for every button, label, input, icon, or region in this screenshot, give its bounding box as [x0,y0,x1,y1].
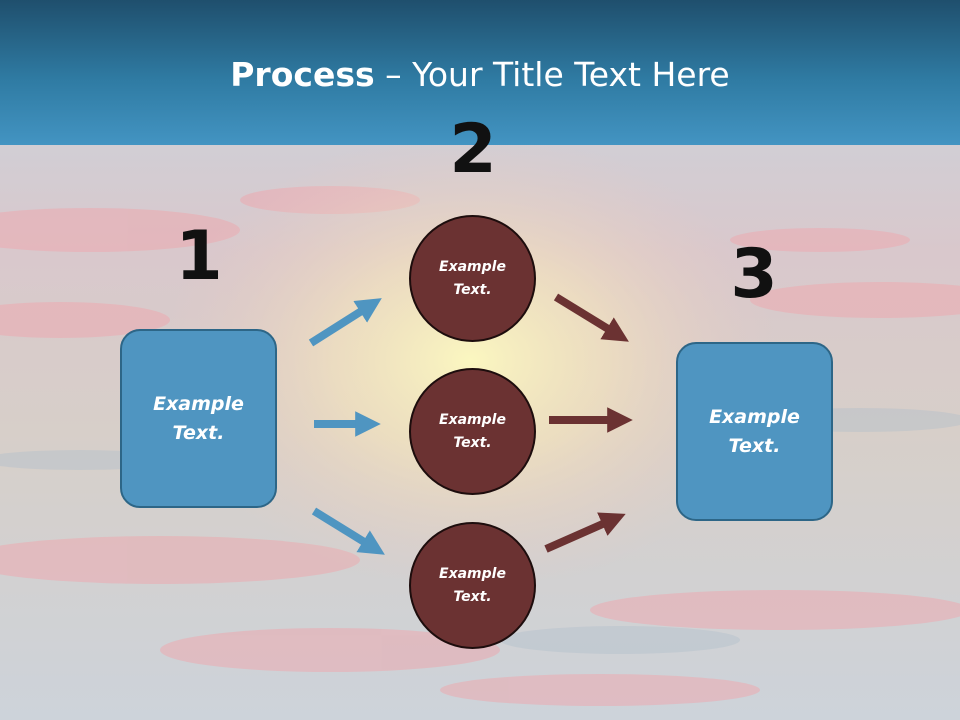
arrow-1-to-2a [308,298,382,347]
step-2-circle-bottom-text: Example Text. [439,565,506,605]
step-1-text: Example Text. [153,392,244,444]
arrow-1-to-2c [311,507,385,555]
step-3-text: Example Text. [709,405,800,457]
step-2-number: 2 [449,110,497,189]
step-2-circle-middle: Example Text. [409,368,536,495]
step-3-number: 3 [730,235,778,314]
slide-title: Process – Your Title Text Here [0,52,960,98]
step-2-circle-middle-text: Example Text. [439,411,506,451]
title-bold: Process [230,55,375,94]
step-2-circle-top-text: Example Text. [439,258,506,298]
arrow-2c-to-3 [544,512,626,553]
title-bar: Process – Your Title Text Here [0,0,960,145]
step-1-box: Example Text. [120,329,277,508]
step-2-circle-top: Example Text. [409,215,536,342]
arrow-2a-to-3 [553,293,629,342]
step-3-box: Example Text. [676,342,833,521]
title-rest: – Your Title Text Here [374,55,730,94]
step-2-circle-bottom: Example Text. [409,522,536,649]
step-1-number: 1 [175,217,223,296]
